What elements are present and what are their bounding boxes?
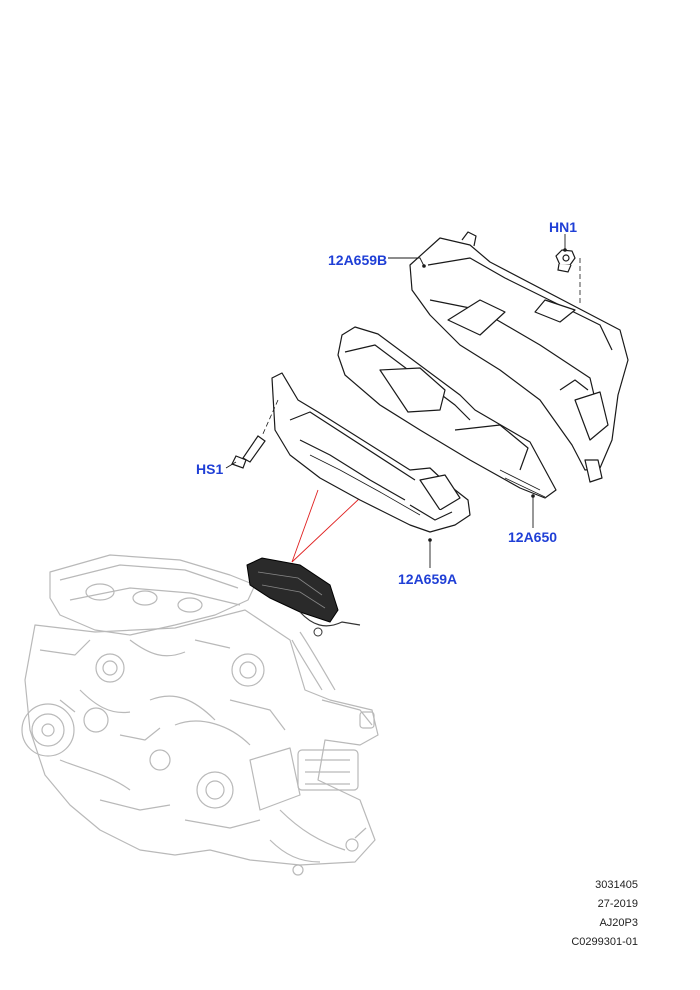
callout-hs1[interactable]: HS1: [196, 461, 224, 477]
info-line-1: 3031405: [595, 879, 638, 891]
callout-leader-lines: [225, 234, 566, 568]
callout-12a659a[interactable]: 12A659A: [398, 571, 458, 587]
highlight-pointer-lines: [291, 489, 361, 563]
part-12A659B-bracket: [409, 231, 629, 483]
callout-12a650[interactable]: 12A650: [508, 529, 558, 545]
hs1-dashed-axis: [261, 399, 279, 437]
callout-hn1[interactable]: HN1: [549, 219, 578, 235]
engine-illustration: [21, 554, 379, 876]
part-12A650-ecm: [337, 326, 557, 499]
callout-12a659b[interactable]: 12A659B: [328, 252, 388, 268]
part-12A659A-bracket: [271, 372, 471, 533]
part-HN1-nut: [555, 249, 576, 273]
diagram-info-block: 3031405 27-2019 AJ20P3 C0299301-01: [571, 876, 638, 952]
callout-leader-dots: [422, 248, 567, 542]
info-line-2: 27-2019: [597, 898, 638, 910]
info-line-3: AJ20P3: [599, 917, 638, 929]
highlighted-ecm-on-engine: [246, 557, 361, 637]
part-HS1-screw: [231, 435, 266, 469]
info-line-4: C0299301-01: [571, 936, 638, 948]
